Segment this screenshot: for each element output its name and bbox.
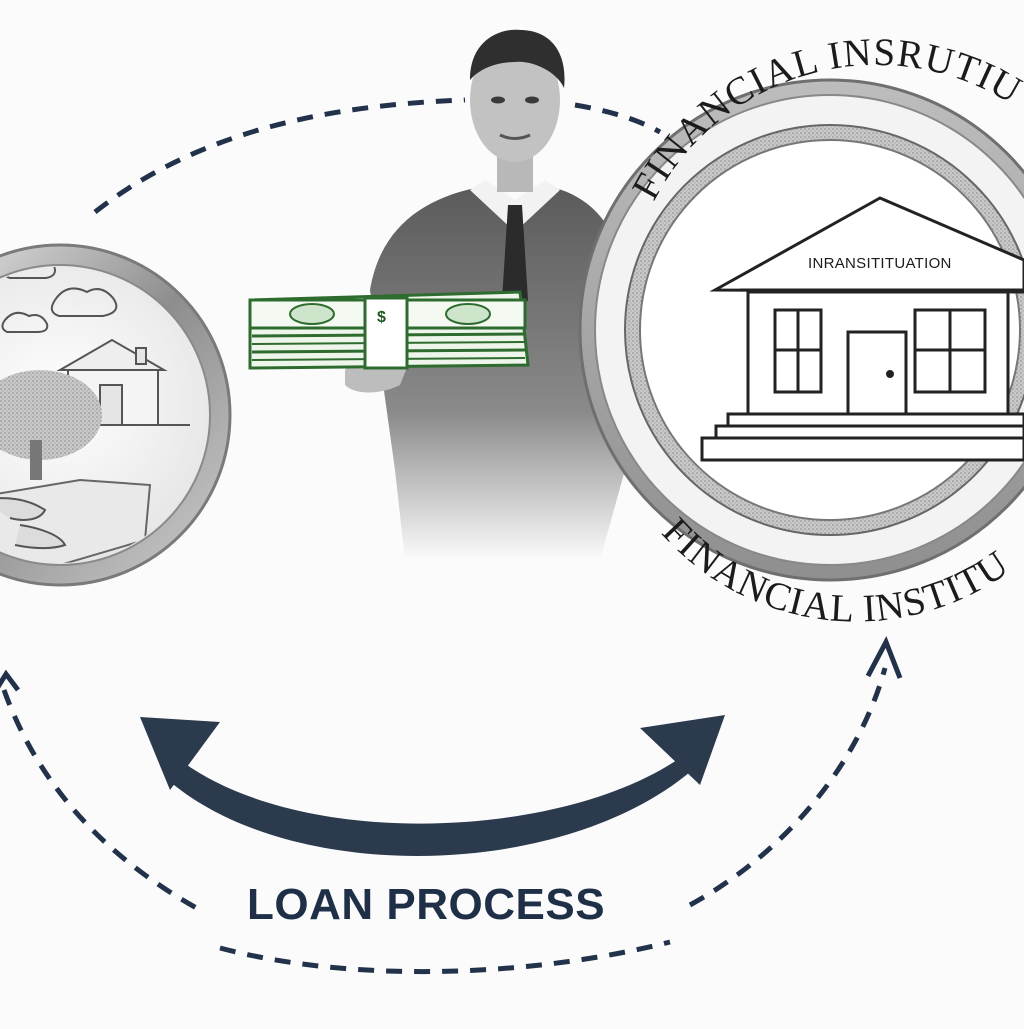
- person-in-suit: [345, 29, 630, 560]
- bank-building: INRANSITITUATION: [700, 196, 1024, 462]
- exchange-arrow: [140, 715, 725, 856]
- dashed-cycle-arrow: [1, 97, 888, 975]
- bank-seal: FINANCIAL INSRUTIU FINANCIAL INSTITU INR…: [578, 31, 1024, 631]
- cash-stack: $: [248, 290, 530, 370]
- arrowhead-left-up: [0, 669, 20, 692]
- arrowhead-up-right: [865, 635, 903, 679]
- diagram-caption: LOAN PROCESS: [247, 880, 606, 929]
- borrower-coin: [0, 243, 232, 587]
- cash-dollar-sign: $: [377, 309, 386, 326]
- pediment-text: INRANSITITUATION: [808, 255, 952, 272]
